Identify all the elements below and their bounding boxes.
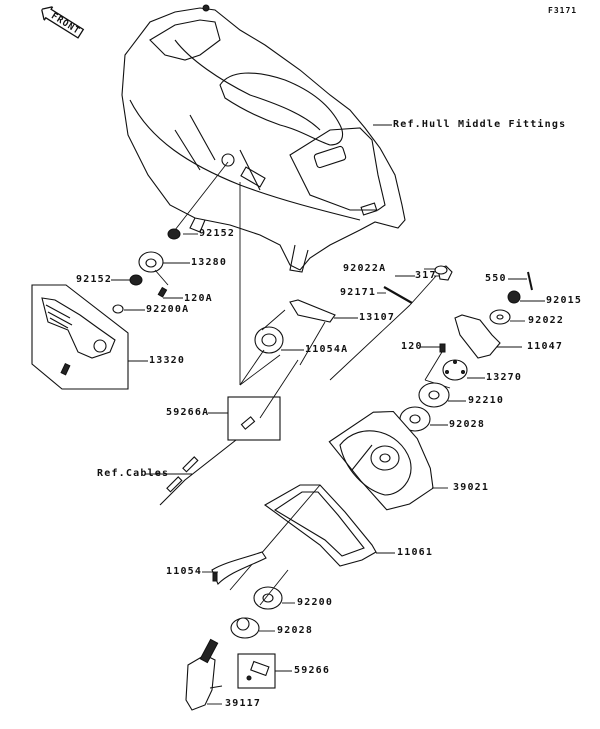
part-label-11061: 11061 bbox=[397, 547, 434, 558]
part-label-13280: 13280 bbox=[191, 257, 228, 268]
part-label-59266a: 59266A bbox=[166, 407, 210, 418]
part-label-92200: 92200 bbox=[297, 597, 334, 608]
figure-id: F3171 bbox=[548, 6, 578, 15]
grommet-92152-a bbox=[167, 228, 181, 240]
part-label-550: 550 bbox=[485, 273, 507, 284]
ref-hull-middle-fittings-label: Ref.Hull Middle Fittings bbox=[393, 119, 567, 130]
hull-middle-drawing bbox=[121, 4, 406, 273]
part-label-59266: 59266 bbox=[294, 665, 331, 676]
part-label-92015: 92015 bbox=[546, 295, 583, 306]
part-label-11047: 11047 bbox=[527, 341, 564, 352]
ref-cables-label: Ref.Cables bbox=[97, 468, 170, 479]
part-label-11054a: 11054A bbox=[305, 344, 349, 355]
part-label-317: 317 bbox=[415, 270, 437, 281]
part-label-92022a: 92022A bbox=[343, 263, 387, 274]
part-label-92028: 92028 bbox=[277, 625, 314, 636]
part-label-13270: 13270 bbox=[486, 372, 523, 383]
part-label-92028: 92028 bbox=[449, 419, 486, 430]
part-label-39117: 39117 bbox=[225, 698, 262, 709]
part-label-92171: 92171 bbox=[340, 287, 377, 298]
part-label-120: 120 bbox=[401, 341, 423, 352]
part-13280 bbox=[138, 251, 164, 273]
part-label-92200a: 92200A bbox=[146, 304, 190, 315]
part-label-39021: 39021 bbox=[453, 482, 490, 493]
part-label-13107: 13107 bbox=[359, 312, 396, 323]
part-label-11054: 11054 bbox=[166, 566, 203, 577]
part-label-92022: 92022 bbox=[528, 315, 565, 326]
part-label-92210: 92210 bbox=[468, 395, 505, 406]
part-label-120a: 120A bbox=[184, 293, 213, 304]
part-label-92152: 92152 bbox=[76, 274, 113, 285]
front-arrow-icon: FRONT bbox=[37, 2, 86, 41]
part-label-92152: 92152 bbox=[199, 228, 236, 239]
part-label-13320: 13320 bbox=[149, 355, 186, 366]
